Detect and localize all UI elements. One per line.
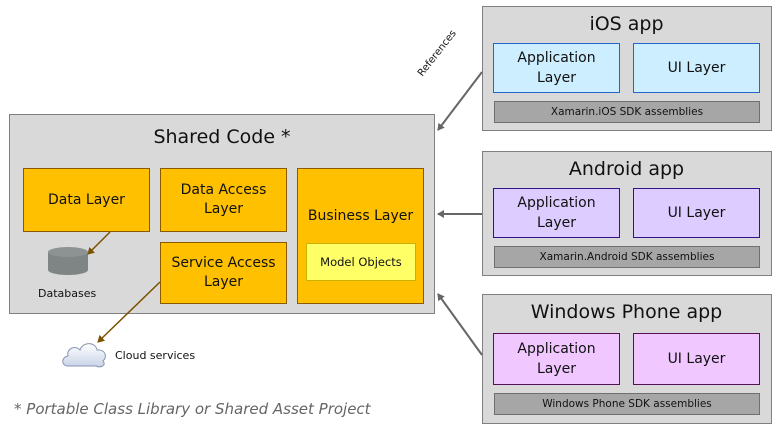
data-layer-label: Data Layer (48, 191, 125, 208)
model-objects-label: Model Objects (320, 254, 402, 269)
ios-references-arrow (437, 71, 483, 131)
android-application-layer-label-1: Application (517, 195, 596, 211)
android-app-panel: Android app Application Layer UI Layer X… (482, 151, 772, 276)
ios-sdk-label: Xamarin.iOS SDK assemblies (550, 106, 704, 118)
winphone-ui-layer-box: UI Layer (633, 333, 760, 385)
winphone-application-layer-label-1: Application (517, 341, 596, 357)
ios-application-layer-label-1: Application (517, 50, 596, 66)
winphone-application-layer-label-2: Layer (536, 361, 577, 377)
model-objects-box: Model Objects (306, 243, 416, 281)
android-ui-layer-box: UI Layer (633, 188, 760, 238)
service-access-layer-box: Service Access Layer (160, 242, 287, 304)
ios-app-title: iOS app (589, 13, 664, 35)
business-layer-box: Business Layer Model Objects (297, 168, 424, 304)
footnote: * Portable Class Library or Shared Asset… (14, 400, 371, 418)
references-label: References (416, 28, 459, 79)
data-access-layer-label-2: Layer (203, 201, 244, 217)
winphone-sdk-bar: Windows Phone SDK assemblies (494, 393, 760, 415)
winphone-sdk-label: Windows Phone SDK assemblies (542, 398, 712, 410)
android-ui-layer-label: UI Layer (667, 205, 726, 221)
database-icon (48, 247, 88, 275)
winphone-app-panel: Windows Phone app Application Layer UI L… (482, 294, 772, 424)
android-sdk-label: Xamarin.Android SDK assemblies (539, 251, 715, 263)
ios-sdk-bar: Xamarin.iOS SDK assemblies (494, 101, 760, 123)
ios-app-panel: iOS app Application Layer UI Layer Xamar… (482, 6, 772, 131)
winphone-application-layer-box: Application Layer (493, 333, 620, 385)
data-access-layer-label-1: Data Access (180, 182, 267, 198)
ios-application-layer-box: Application Layer (493, 43, 620, 93)
android-app-title: Android app (568, 158, 685, 180)
business-layer-label: Business Layer (307, 208, 414, 224)
winphone-references-arrow (437, 293, 483, 356)
data-layer-box: Data Layer (23, 168, 150, 232)
cloud-icon (62, 343, 106, 368)
data-access-layer-box: Data Access Layer (160, 168, 287, 232)
winphone-app-title: Windows Phone app (530, 301, 723, 323)
winphone-ui-layer-label: UI Layer (667, 351, 726, 367)
ios-ui-layer-label: UI Layer (667, 60, 726, 76)
cloud-services-label: Cloud services (115, 349, 196, 362)
ios-ui-layer-box: UI Layer (633, 43, 760, 93)
databases-label: Databases (38, 287, 97, 300)
shared-code-title: Shared Code * (153, 126, 291, 148)
android-application-layer-label-2: Layer (536, 215, 577, 231)
android-application-layer-box: Application Layer (493, 188, 620, 238)
android-sdk-bar: Xamarin.Android SDK assemblies (494, 246, 760, 268)
ios-application-layer-label-2: Layer (536, 70, 577, 86)
service-access-layer-label-2: Layer (203, 274, 244, 290)
service-access-layer-label-1: Service Access (171, 255, 276, 271)
